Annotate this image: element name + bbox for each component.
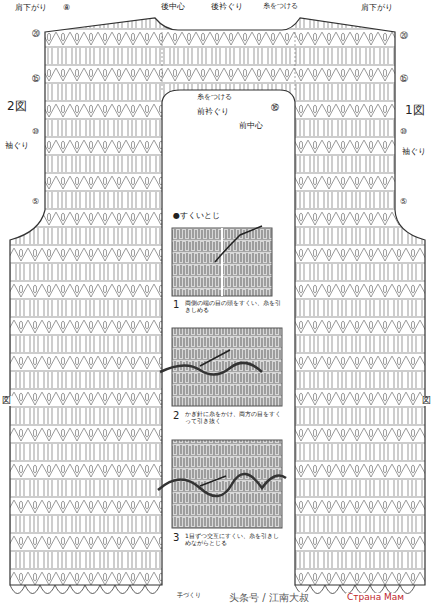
shell [25, 585, 40, 594]
shell [55, 585, 70, 594]
hook [200, 350, 230, 366]
center-label: 前中心 [238, 122, 264, 131]
step-caption: かぎ針に糸をかけ、両方の目をすくって引き抜く [184, 411, 282, 424]
figure-label: 図 [421, 396, 432, 406]
seam-line [162, 30, 295, 90]
row-number: ⑮ [399, 75, 409, 84]
shell [145, 585, 160, 594]
step-number: 2 [172, 410, 180, 421]
row-number: ⑳ [31, 30, 41, 39]
neckline-label: 前衿ぐり [196, 108, 230, 117]
shell [325, 585, 340, 594]
shell [70, 585, 85, 594]
step-caption: 両側の端の目の頭をすくい、糸を引きしめる [184, 300, 282, 313]
shell [115, 585, 130, 594]
shell [310, 585, 325, 594]
step-number: 3 [172, 532, 180, 543]
row-number: ⑤ [31, 198, 40, 207]
row-number: ⑩ [399, 128, 408, 137]
shoulder-slope-label: 肩下がり [14, 4, 48, 13]
note-label: 糸をつける [196, 94, 233, 102]
seam [221, 228, 223, 296]
note-label: 糸をつける [262, 3, 299, 11]
row-number: ⑤ [399, 198, 408, 207]
shell [10, 585, 25, 594]
armhole-label: 袖ぐり [401, 148, 427, 157]
footer-note: 手づくり [176, 592, 202, 599]
figure-label: 2図 [6, 100, 28, 113]
shell [85, 585, 100, 594]
needle [215, 226, 262, 262]
row-number: ⑩ [31, 128, 40, 137]
section-title: ●すくいとじ [172, 212, 221, 221]
row-number: ⑯ [270, 104, 280, 113]
step-caption: 1目ずつ交互にすくい、糸を引きしめながらとじる [184, 533, 282, 546]
row-number: ⑮ [31, 75, 41, 84]
armhole-label: 袖ぐり [4, 142, 30, 151]
step-number: 1 [172, 299, 180, 310]
yarn [160, 363, 262, 375]
shell [40, 585, 55, 594]
shell [100, 585, 115, 594]
piece-outline [10, 18, 425, 585]
row-number: ⑳ [399, 32, 409, 41]
figure-label: 1図 [404, 104, 426, 117]
hook [200, 476, 226, 486]
shell [130, 585, 145, 594]
fabric-photo [172, 328, 282, 406]
yarn [158, 474, 286, 496]
neckline-label: 後衿ぐり [210, 3, 244, 12]
fabric-photo [172, 228, 272, 296]
figure-label: 図 [1, 396, 12, 406]
row-number: ⑧ [62, 4, 71, 13]
shoulder-slope-label: 肩下がり [360, 4, 394, 13]
watermark: 头条号 / 江南大叔 [228, 592, 310, 603]
joining-illustration [158, 226, 286, 528]
watermark: Страна Мам [346, 593, 405, 603]
center-label: 後中心 [160, 3, 186, 12]
